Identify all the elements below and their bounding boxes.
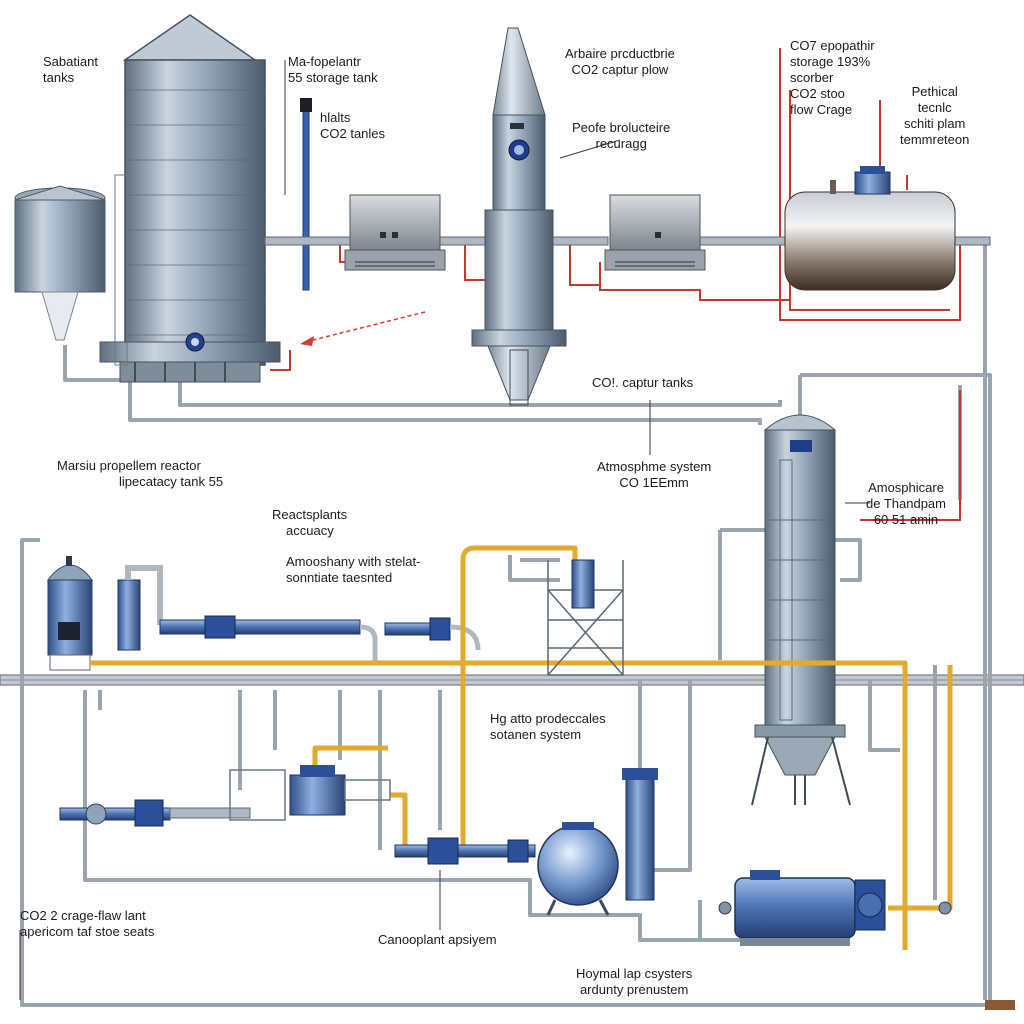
label-ma-propelantr: Ma-fopelantr 55 storage tank — [288, 54, 378, 85]
tall-storage-tank — [99, 14, 281, 383]
label-hoymal: Hoymal lap csysters ardunty prenustem — [576, 966, 693, 997]
blue-stack — [622, 768, 658, 901]
label-co2-tanks-small: hlalts CO2 tanles — [320, 110, 386, 141]
dashed-flow-arrow — [304, 311, 426, 343]
label-co7-epopathir: CO7 epopathir storage 193% scorber CO2 s… — [790, 38, 875, 117]
sphere-tank — [537, 822, 619, 916]
label-atmosphere-system: Atmosphme system CO 1EEmm — [597, 459, 712, 490]
label-reactsplants: Reactsplants accuacy — [272, 507, 348, 538]
blue-pipe-run — [117, 565, 481, 665]
platform-pump — [571, 559, 595, 609]
label-canooplant: Canooplant apsiyem — [378, 932, 497, 947]
valve-pipe-run — [394, 837, 536, 865]
label-amosphicare: Amosphicare de Thandpam 60 51 amin — [866, 480, 946, 527]
left-vessel — [47, 556, 93, 671]
label-amoosheny: Amooshany with stelat- sonntiate taesnte… — [286, 554, 421, 585]
horizontal-storage-tank — [784, 166, 956, 291]
arrow-head — [300, 336, 314, 346]
label-co2-crage: CO2 2 crage-flaw lant apericom taf stoe … — [20, 908, 155, 939]
label-leaders — [19, 60, 870, 1000]
control-box-right — [604, 194, 706, 271]
label-arbaire: Arbaire prcductbrie CO2 captur plow — [565, 46, 675, 77]
main-horizontal-rail — [0, 674, 1024, 686]
tall-column-right — [751, 414, 851, 806]
blue-vertical-pipe — [300, 98, 312, 291]
control-box-left — [344, 194, 446, 271]
lower-pump-assembly — [59, 765, 391, 827]
label-marsiu-propellem: Marsiu propellem reactor lipecatacy tank… — [57, 458, 224, 489]
label-sabatiant-tanks: Sabatiant tanks — [43, 54, 98, 85]
label-pethical: Pethical tecnlc schiti plam temmreteon — [900, 84, 970, 147]
label-peofe: Peofe brolucteire recuragg — [572, 120, 671, 151]
label-co-captur-tanks: CO!. captur tanks — [592, 375, 694, 390]
small-silo — [14, 185, 106, 341]
ground-pad — [985, 1000, 1015, 1010]
rocket-column — [471, 27, 567, 406]
horizontal-pump — [718, 870, 952, 946]
label-hg-atto: Hg atto prodeccales sotanen system — [490, 711, 606, 742]
red-process-lines — [270, 48, 961, 521]
